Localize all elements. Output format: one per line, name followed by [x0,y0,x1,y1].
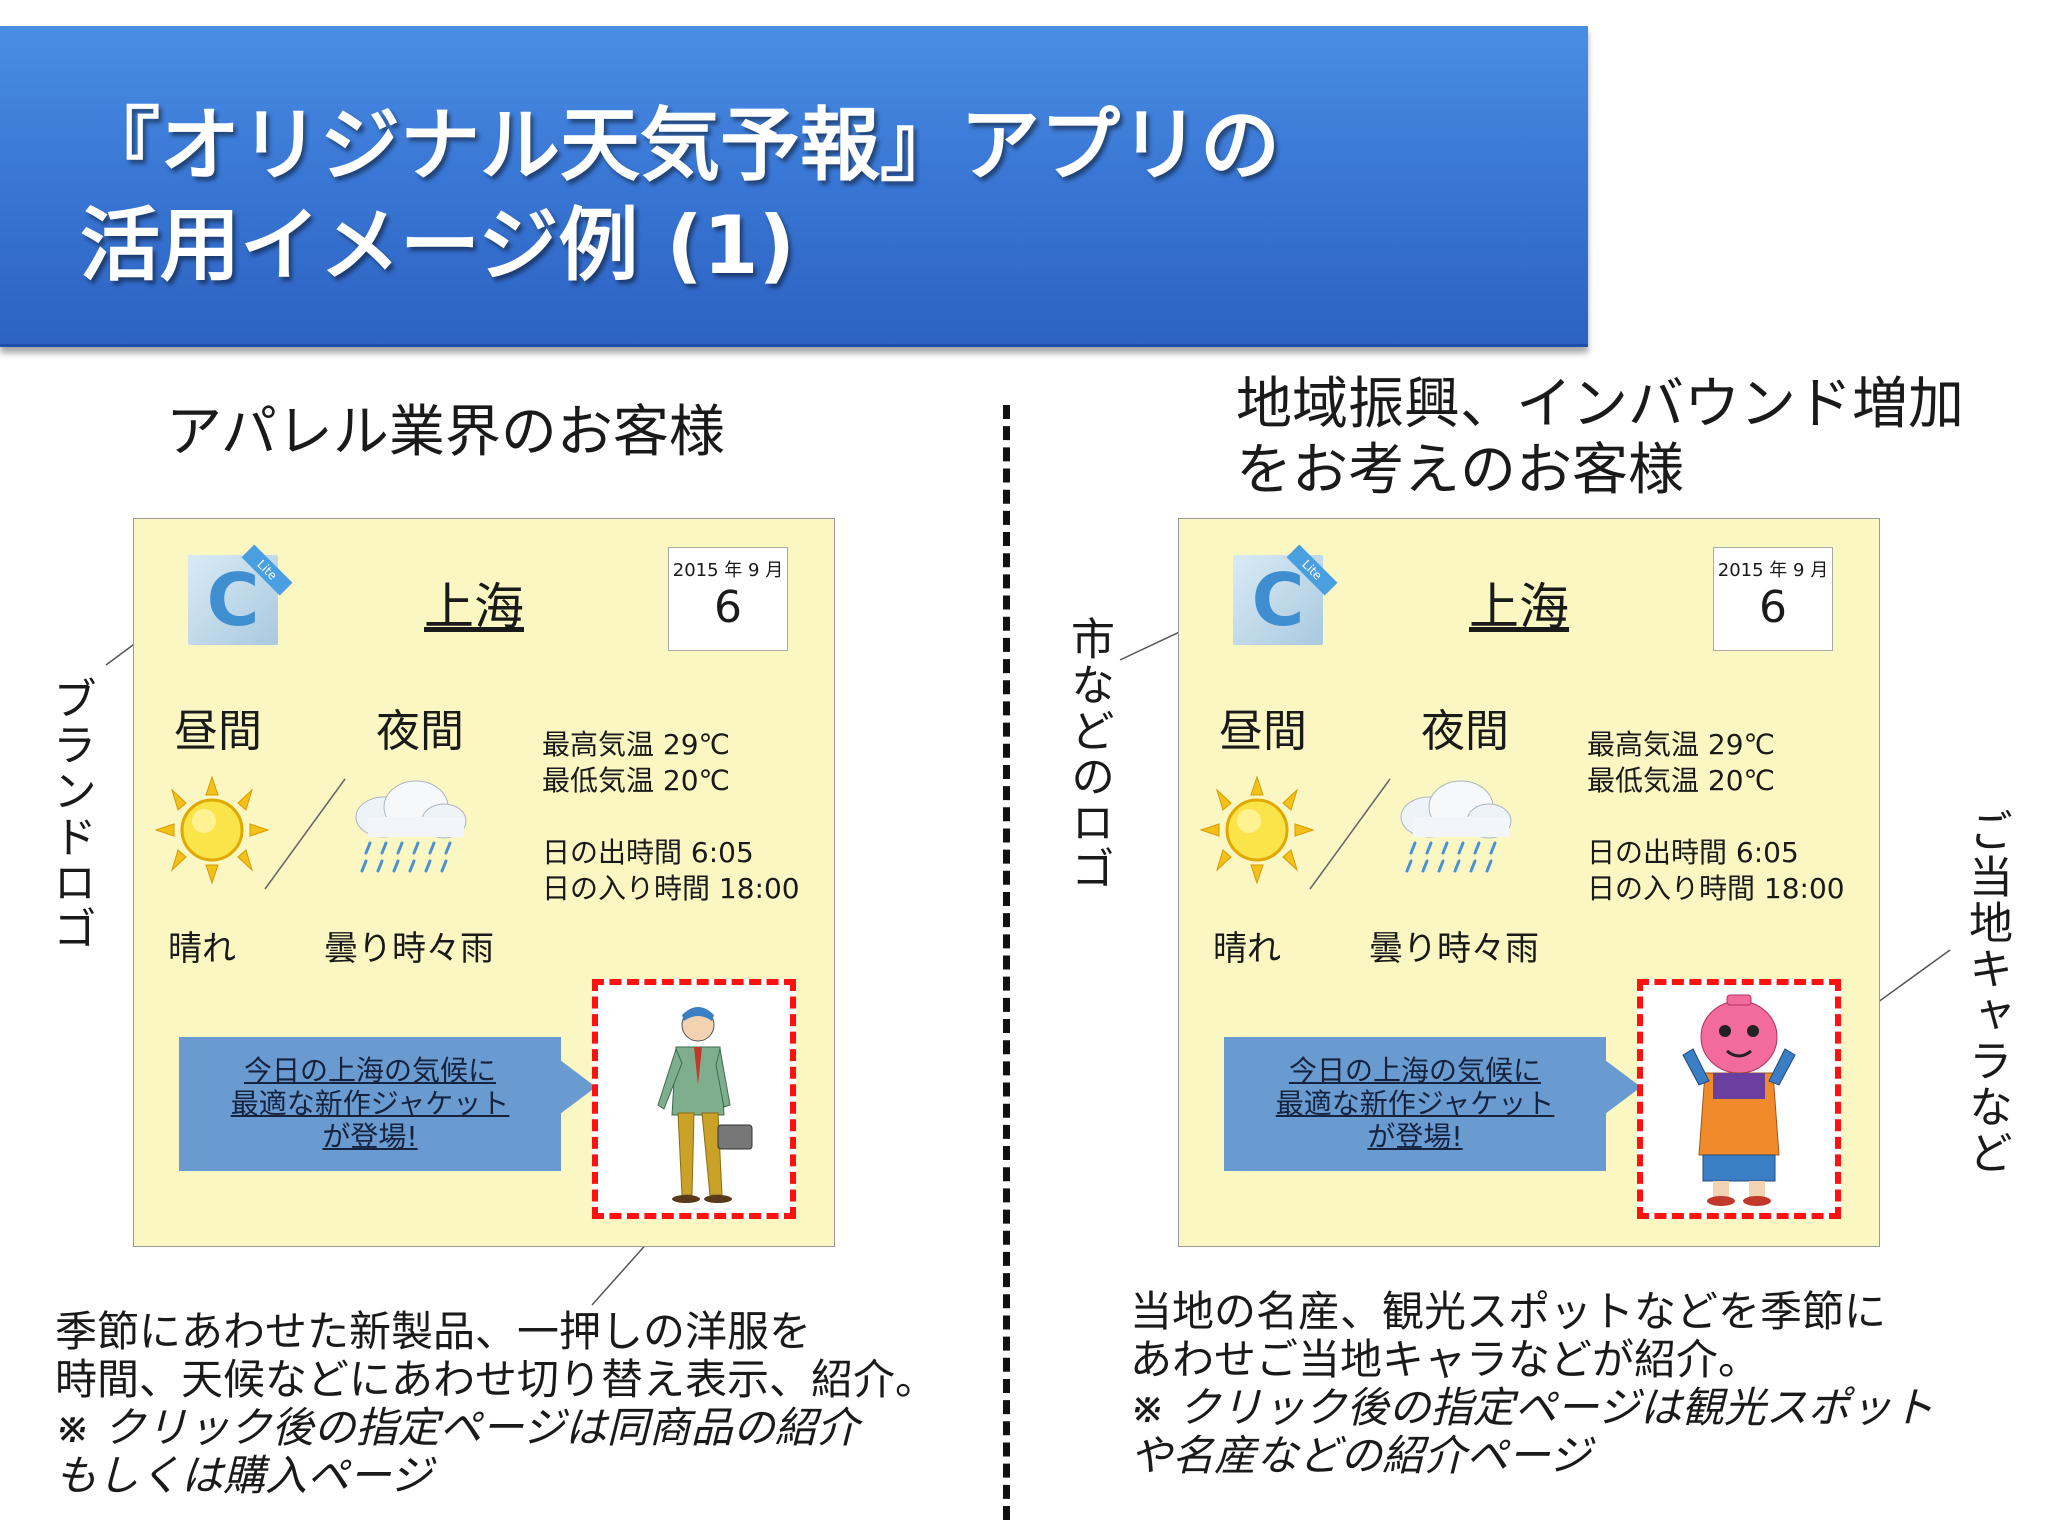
brand-logo-label: ブランドロゴ [45,676,96,952]
ad-line-1: 今日の上海の気候に [243,1054,496,1087]
logo-letter: C [206,558,260,642]
right-note-line-2: や名産などの紹介ページ [1130,1431,1592,1480]
mascot-character-icon [1682,994,1796,1206]
night-weather: 曇り時々雨 [1369,929,1539,969]
ad-image-frame[interactable] [592,979,796,1219]
ad-bubble-tail [1601,1057,1641,1117]
app-logo-icon: C Lite [1233,544,1338,645]
night-weather: 曇り時々雨 [324,929,494,969]
ad-bubble-tail [556,1057,596,1117]
date-year-month: 2015 年 9 月 [1717,560,1829,581]
left-desc-line-1: 季節にあわせた新製品、一押しの洋服を [55,1307,812,1356]
sunrise-time: 日の出時間 6:05 [542,836,754,869]
ad-line-3: が登場! [322,1120,418,1153]
ad-link[interactable]: 今日の上海の気候に 最適な新作ジャケット が登場! [1224,1037,1606,1171]
city-logo-label: 市などのロゴ [1063,616,1114,892]
left-note-line-2: もしくは購入ページ [55,1451,433,1500]
title-banner [0,26,1588,347]
page-title: 『オリジナル天気予報』アプリの 活用イメージ例 (1) [80,96,1530,296]
ad-line-1: 今日の上海の気候に [1288,1054,1541,1087]
page-title-line-2: 活用イメージ例 (1) [80,199,796,292]
temperature-info: 最高気温 29℃ 最低気温 20℃ [542,727,730,799]
ad-image-frame[interactable] [1637,979,1841,1219]
day-weather: 晴れ [1213,929,1281,969]
cloud-rain-icon [1400,780,1512,873]
min-temp: 最低気温 20℃ [542,764,730,797]
max-temp: 最高気温 29℃ [1587,728,1775,761]
app-logo-icon: C Lite [188,544,293,645]
nighttime-label: 夜間 [376,706,464,757]
min-temp: 最低気温 20℃ [1587,764,1775,797]
cloud-rain-icon [355,780,467,873]
ad-line-2: 最適な新作ジャケット [230,1087,510,1120]
sun-info: 日の出時間 6:05 日の入り時間 18:00 [542,835,800,907]
logo-letter: C [1251,558,1305,642]
left-heading: アパレル業界のお客様 [166,400,725,465]
temperature-info: 最高気温 29℃ 最低気温 20℃ [1587,727,1775,799]
separator-slash [1309,778,1391,890]
right-heading-line-2: をお考えのお客様 [1236,438,1684,503]
date-box: 2015 年 9 月 6 [1713,547,1833,651]
ad-line-3: が登場! [1367,1120,1463,1153]
right-desc-line-2: あわせご当地キャラなどが紹介。 [1130,1335,1761,1384]
right-heading-line-1: 地域振興、インバウンド増加 [1236,372,1964,437]
city-name: 上海 [424,578,524,636]
right-description: 当地の名産、観光スポットなどを季節に あわせご当地キャラなどが紹介。 ※ クリッ… [1130,1288,2030,1480]
right-desc-line-1: 当地の名産、観光スポットなどを季節に [1130,1287,1887,1336]
sunset-time: 日の入り時間 18:00 [1587,872,1845,905]
sunrise-time: 日の出時間 6:05 [1587,836,1799,869]
right-note-line-1: ※ クリック後の指定ページは観光スポット [1130,1383,1934,1432]
separator-slash [264,778,346,890]
sun-icon [1199,775,1315,885]
ad-line-2: 最適な新作ジャケット [1275,1087,1555,1120]
day-weather: 晴れ [168,929,236,969]
left-note-line-1: ※ クリック後の指定ページは同商品の紹介 [55,1403,859,1452]
left-desc-line-2: 時間、天候などにあわせ切り替え表示、紹介。 [55,1355,938,1404]
date-box: 2015 年 9 月 6 [668,547,788,651]
date-day: 6 [714,582,742,633]
sun-info: 日の出時間 6:05 日の入り時間 18:00 [1587,835,1845,907]
nighttime-label: 夜間 [1421,706,1509,757]
left-description: 季節にあわせた新製品、一押しの洋服を 時間、天候などにあわせ切り替え表示、紹介。… [55,1308,985,1500]
city-name: 上海 [1469,578,1569,636]
weather-card-regional: C Lite 上海 2015 年 9 月 6 昼間 夜間 最高気温 29℃ 最低… [1178,518,1880,1247]
mascot-label: ご当地キャラなど [1961,808,2012,1176]
date-year-month: 2015 年 9 月 [672,560,784,581]
weather-card-apparel: C Lite 上海 2015 年 9 月 6 昼間 夜間 最高気温 29℃ 最低… [133,518,835,1247]
center-divider [1003,405,1010,1520]
daytime-label: 昼間 [1219,706,1307,757]
businessman-figure-icon [657,1007,753,1203]
max-temp: 最高気温 29℃ [542,728,730,761]
sun-icon [154,775,270,885]
date-day: 6 [1759,582,1787,633]
right-heading: 地域振興、インバウンド増加 をお考えのお客様 [1236,372,1964,504]
ad-link[interactable]: 今日の上海の気候に 最適な新作ジャケット が登場! [179,1037,561,1171]
daytime-label: 昼間 [174,706,262,757]
sunset-time: 日の入り時間 18:00 [542,872,800,905]
page-title-line-1: 『オリジナル天気予報』アプリの [80,99,1280,192]
